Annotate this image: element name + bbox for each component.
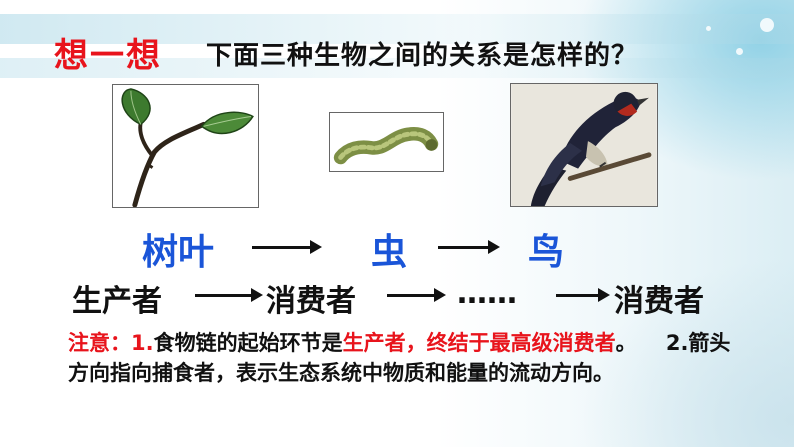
swallow-bird-image xyxy=(510,83,658,207)
arrow-right-icon xyxy=(195,288,263,302)
chain-item-bird: 鸟 xyxy=(528,232,565,273)
bokeh-dot xyxy=(760,18,774,32)
role-consumer: 消费者 xyxy=(266,284,356,319)
chain-item-leaf: 树叶 xyxy=(142,232,215,273)
note-point-1-text: 食物链的起始环节是 xyxy=(153,331,343,355)
note-point-2-text: 2.箭头方向指向捕食者，表示生态系统中物质和能量的流动方向。 xyxy=(68,331,731,385)
caterpillar-icon xyxy=(333,127,439,165)
caterpillar-image xyxy=(329,112,444,172)
header-stripe xyxy=(0,14,794,44)
bokeh-dot xyxy=(706,26,711,31)
note-point-1-end: 。 xyxy=(615,331,637,355)
role-producer: 生产者 xyxy=(72,284,162,319)
slide-question: 下面三种生物之间的关系是怎样的？ xyxy=(206,41,639,71)
note-label: 注意： xyxy=(68,331,131,355)
arrow-right-icon xyxy=(556,288,610,302)
arrow-right-icon xyxy=(438,240,500,254)
slide-title: 想一想 xyxy=(54,36,162,76)
role-ellipsis: …… xyxy=(457,276,517,311)
swallow-bird-icon xyxy=(511,84,657,206)
header-stripe-secondary xyxy=(0,58,794,78)
leaf-branch-image xyxy=(112,84,259,208)
note-point-1-number: 1. xyxy=(131,331,154,355)
role-top-consumer: 消费者 xyxy=(614,284,704,319)
chain-item-worm: 虫 xyxy=(371,232,408,273)
note-paragraph: 注意：1.食物链的起始环节是生产者，终结于最高级消费者。 2.箭头方向指向捕食者… xyxy=(68,328,748,388)
leaf-branch-icon xyxy=(121,88,254,207)
note-point-1-emphasis: 生产者，终结于最高级消费者 xyxy=(342,331,616,355)
arrow-right-icon xyxy=(252,240,322,254)
note-spacer xyxy=(637,331,666,355)
arrow-right-icon xyxy=(387,288,446,302)
bokeh-dot xyxy=(736,48,743,55)
